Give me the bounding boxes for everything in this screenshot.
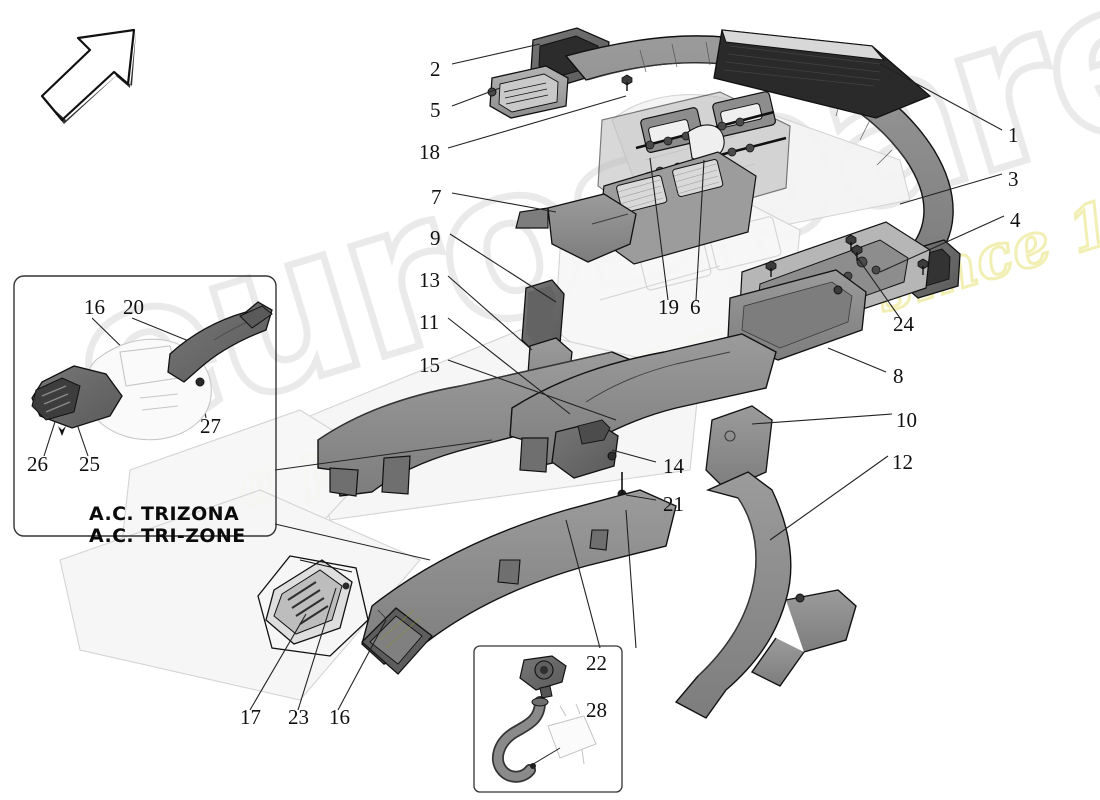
callout-9: 9	[430, 226, 441, 250]
callout-1: 1	[1008, 123, 1019, 147]
leader-lines	[43, 43, 1005, 711]
inset-box-valve	[473, 645, 623, 793]
inset-box-trizone	[13, 275, 277, 537]
callout-12: 12	[892, 450, 913, 474]
inset-caption-english: A.C. TRI-ZONE	[89, 525, 246, 547]
callout-27: 27	[200, 414, 221, 438]
callout-21: 21	[663, 492, 684, 516]
part-14-actuator-block	[551, 419, 619, 479]
callout-15: 15	[419, 353, 440, 377]
callout-11: 11	[419, 310, 440, 334]
callout-4: 4	[1010, 208, 1021, 232]
callout-2: 2	[430, 57, 441, 81]
callout-3: 3	[1008, 167, 1019, 191]
part-8-side-duct	[727, 269, 867, 361]
part-12-right-s-duct	[674, 471, 857, 719]
callout-19: 19	[658, 295, 679, 319]
callout-16-inset: 16	[84, 295, 105, 319]
callout-13: 13	[419, 268, 440, 292]
callout-28: 28	[586, 698, 607, 722]
part-9-upper-vertical-duct	[521, 279, 565, 357]
direction-arrow-icon	[40, 28, 136, 124]
callout-8: 8	[893, 364, 904, 388]
inset-caption-italian: A.C. TRIZONA	[89, 503, 240, 525]
part-5-actuator-module	[487, 65, 569, 119]
dash-grille-panel	[713, 29, 932, 119]
callout-25: 25	[79, 452, 100, 476]
part-7-elbow-duct	[515, 193, 637, 263]
callout-5: 5	[430, 98, 441, 122]
callout-16-duct: 16	[329, 705, 350, 729]
part-17-face-vent-grille	[257, 555, 369, 657]
callout-14: 14	[663, 454, 684, 478]
callout-7: 7	[431, 185, 442, 209]
callout-10: 10	[896, 408, 917, 432]
callout-26: 26	[27, 452, 48, 476]
part-19-6-distribution-manifold	[597, 91, 791, 265]
callout-24: 24	[893, 312, 914, 336]
callout-23: 23	[288, 705, 309, 729]
callout-6: 6	[690, 295, 701, 319]
callout-18: 18	[419, 140, 440, 164]
part-10-right-upper-duct	[705, 405, 773, 491]
callout-17: 17	[240, 705, 261, 729]
callout-22: 22	[586, 651, 607, 675]
part-18-fastener	[621, 74, 633, 92]
callout-20: 20	[123, 295, 144, 319]
part-16-long-floor-duct	[361, 489, 677, 675]
